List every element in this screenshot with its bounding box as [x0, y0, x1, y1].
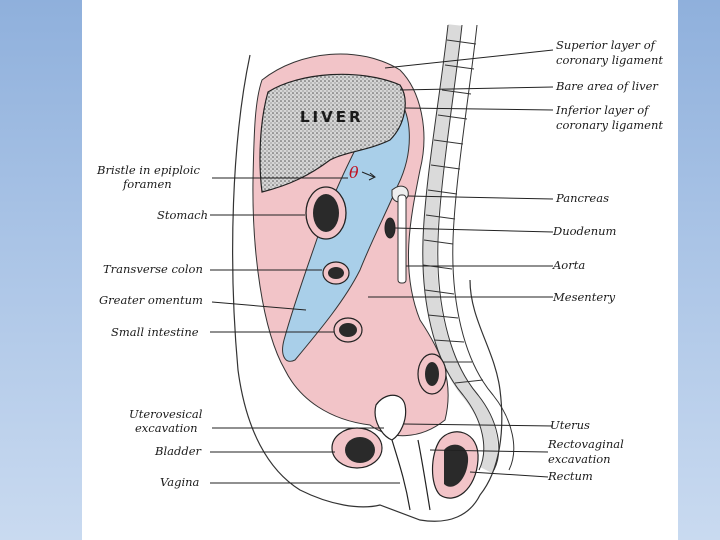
label-superior-layer-2: coronary ligament — [556, 53, 663, 67]
svg-text:Superior layer of: Superior layer of — [556, 38, 657, 52]
leader-lines-left — [210, 177, 400, 484]
label-greater-omentum: Greater omentum — [99, 293, 203, 307]
label-small-intestine: Small intestine — [111, 325, 199, 339]
label-pancreas: Pancreas — [555, 191, 609, 205]
svg-text:Stomach: Stomach — [157, 208, 208, 222]
label-duodenum: Duodenum — [552, 224, 617, 238]
svg-text:excavation: excavation — [548, 452, 611, 466]
svg-text:Bristle in epiploic: Bristle in epiploic — [96, 163, 201, 177]
label-transverse-colon: Transverse colon — [103, 262, 203, 276]
labels-right: Superior layer of coronary ligament Bare… — [547, 38, 663, 483]
lesser-sac — [282, 94, 410, 362]
label-bristle-2: foramen — [122, 177, 172, 191]
aorta-shape — [397, 194, 407, 284]
label-bare-area: Bare area of liver — [555, 79, 659, 93]
svg-text:Inferior layer of: Inferior layer of — [555, 103, 650, 117]
svg-text:Uterovesical: Uterovesical — [129, 407, 203, 421]
svg-text:Pancreas: Pancreas — [555, 191, 609, 205]
spine — [422, 24, 498, 474]
label-uterovesical-2: excavation — [135, 421, 198, 435]
svg-text:Uterus: Uterus — [550, 418, 590, 432]
label-uterovesical-1: Uterovesical — [129, 407, 203, 421]
svg-text:Aorta: Aorta — [552, 258, 585, 272]
svg-text:Vagina: Vagina — [160, 475, 200, 489]
label-aorta: Aorta — [552, 258, 585, 272]
label-superior-layer-1: Superior layer of — [556, 38, 657, 52]
label-inferior-layer-2: coronary ligament — [556, 118, 663, 132]
svg-text:Small intestine: Small intestine — [111, 325, 199, 339]
body-outline — [232, 54, 503, 522]
svg-text:Bare area of liver: Bare area of liver — [555, 79, 659, 93]
label-inferior-layer-1: Inferior layer of — [555, 103, 650, 117]
uterus-shape — [374, 394, 407, 441]
svg-text:foramen: foramen — [122, 177, 172, 191]
svg-text:Bladder: Bladder — [154, 444, 203, 458]
label-mesentery: Mesentery — [552, 290, 616, 304]
label-bristle-1: Bristle in epiploic — [96, 163, 201, 177]
svg-text:Rectovaginal: Rectovaginal — [547, 437, 624, 451]
liver-label: LIVER — [300, 108, 364, 126]
svg-text:coronary ligament: coronary ligament — [556, 53, 663, 67]
label-rectovaginal-1: Rectovaginal — [547, 437, 624, 451]
vertebrae — [422, 39, 484, 384]
label-rectovaginal-2: excavation — [548, 452, 611, 466]
vagina-shape — [391, 439, 411, 511]
svg-text:Greater omentum: Greater omentum — [99, 293, 203, 307]
svg-text:Duodenum: Duodenum — [552, 224, 617, 238]
labels-left: Bristle in epiploic foramen Stomach Tran… — [96, 163, 208, 489]
theta-symbol: θ — [349, 163, 359, 182]
duodenum-shape — [384, 217, 396, 239]
svg-text:Transverse colon: Transverse colon — [103, 262, 203, 276]
label-rectum: Rectum — [547, 469, 593, 483]
svg-text:excavation: excavation — [135, 421, 198, 435]
label-stomach: Stomach — [157, 208, 208, 222]
label-bladder: Bladder — [154, 444, 203, 458]
leader-lines-right — [368, 49, 554, 478]
liver — [259, 73, 406, 193]
svg-text:coronary ligament: coronary ligament — [556, 118, 663, 132]
label-vagina: Vagina — [160, 475, 200, 489]
label-uterus: Uterus — [550, 418, 590, 432]
svg-text:Rectum: Rectum — [547, 469, 593, 483]
svg-text:Mesentery: Mesentery — [552, 290, 616, 304]
arrow-icon — [361, 171, 375, 178]
